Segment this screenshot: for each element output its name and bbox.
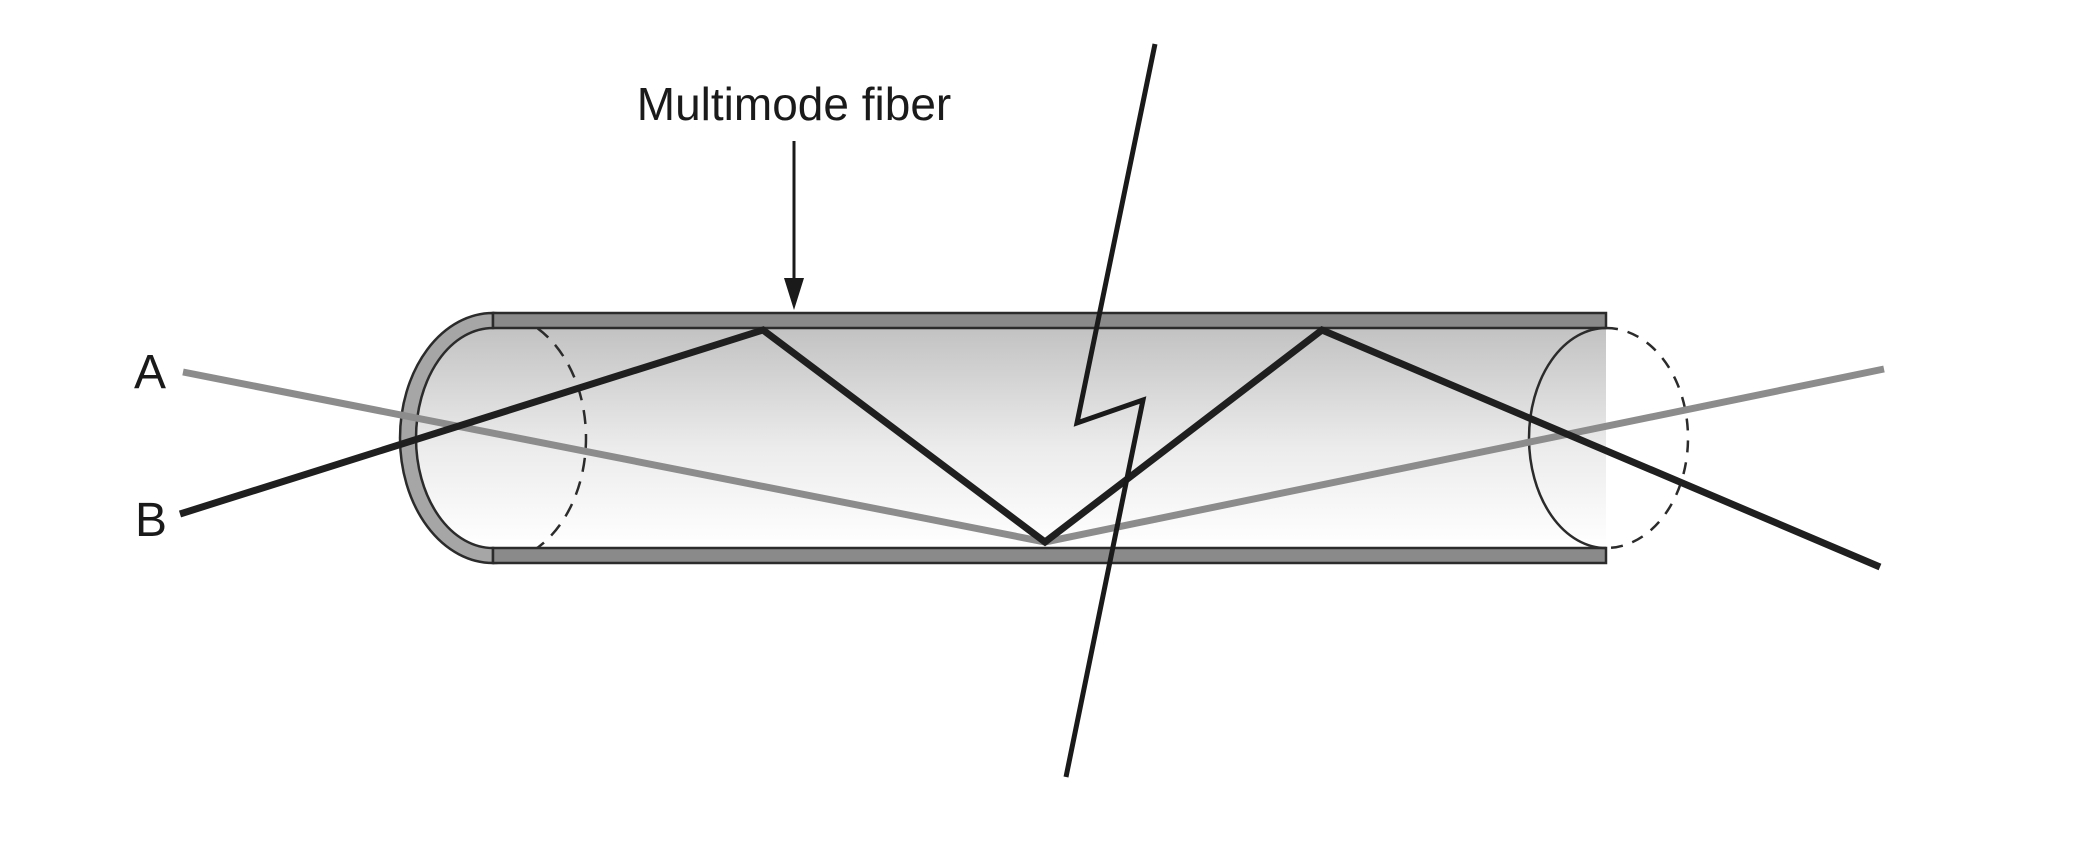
right-end-front-edge (1527, 326, 1607, 550)
bottom-cladding (491, 546, 1608, 565)
pointer-arrowhead (784, 278, 804, 310)
right-end-hidden-edge (1605, 326, 1690, 550)
ray-b (178, 325, 1882, 571)
ray-b-label: B (135, 494, 167, 547)
fiber-core (416, 328, 1606, 548)
break-line (1063, 43, 1158, 778)
ray-a-label: A (134, 346, 166, 399)
fiber-title: Multimode fiber (637, 78, 951, 130)
top-cladding (491, 311, 1608, 330)
